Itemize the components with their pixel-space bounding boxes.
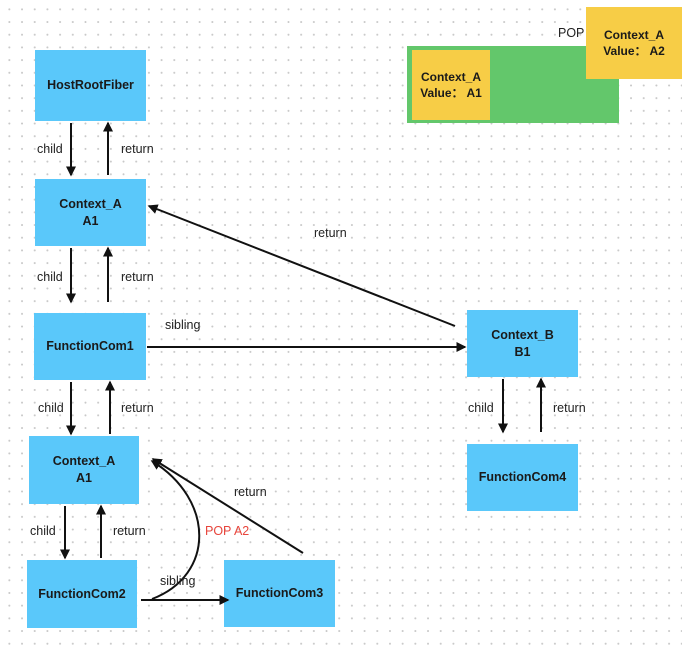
edge-pop-a2-curve: [150, 460, 201, 600]
node-function-com4: FunctionCom4: [467, 444, 578, 511]
node-label: FunctionCom1: [46, 339, 134, 354]
node-context-a-mid: Context_A A1: [29, 436, 139, 504]
node-value: A1: [76, 471, 92, 485]
label-child: child: [38, 401, 64, 415]
node-label: Context_A: [52, 454, 116, 469]
node-label: Context_B: [491, 327, 554, 342]
node-function-com1: FunctionCom1: [34, 313, 146, 380]
stack-item-title: Context_A: [420, 69, 481, 84]
pop-label: POP: [558, 26, 585, 40]
node-function-com3: FunctionCom3: [224, 560, 335, 627]
node-function-com2: FunctionCom2: [27, 560, 137, 628]
label-child: child: [30, 524, 56, 538]
label-pop-a2: POP A2: [205, 524, 250, 538]
label-child: child: [37, 142, 63, 156]
node-host-root-fiber: HostRootFiber: [35, 50, 146, 121]
node-context-b: Context_B B1: [467, 310, 578, 377]
label-sibling: sibling: [160, 574, 196, 588]
node-value: A1: [82, 213, 99, 228]
stack-item-value: Value： A2: [603, 44, 665, 58]
label-return: return: [113, 524, 146, 538]
stack-item-context-a-a2: Context_A Value： A2: [586, 7, 682, 79]
node-label: FunctionCom3: [235, 586, 324, 601]
node-label: FunctionCom2: [38, 586, 126, 601]
edge-return-context-b-to-context-a: [147, 204, 456, 327]
edge-return-fc3-to-context-a-mid: [151, 458, 304, 554]
stack-item-value: Value： A1: [420, 86, 482, 100]
label-return: return: [121, 270, 154, 284]
label-return: return: [234, 485, 267, 499]
label-sibling: sibling: [165, 318, 201, 332]
stack-item-context-a-a1: Context_A Value： A1: [412, 50, 490, 120]
label-return: return: [553, 401, 586, 415]
node-label: HostRootFiber: [47, 78, 134, 93]
node-label: FunctionCom4: [478, 470, 567, 485]
stack-item-title: Context_A: [603, 27, 664, 42]
node-label: Context_A: [59, 196, 122, 211]
label-return: return: [121, 142, 154, 156]
label-child: child: [468, 401, 494, 415]
label-return: return: [314, 226, 347, 240]
label-child: child: [37, 270, 63, 284]
label-return: return: [121, 401, 154, 415]
node-context-a-top: Context_A A1: [35, 179, 146, 246]
node-value: B1: [514, 344, 531, 359]
